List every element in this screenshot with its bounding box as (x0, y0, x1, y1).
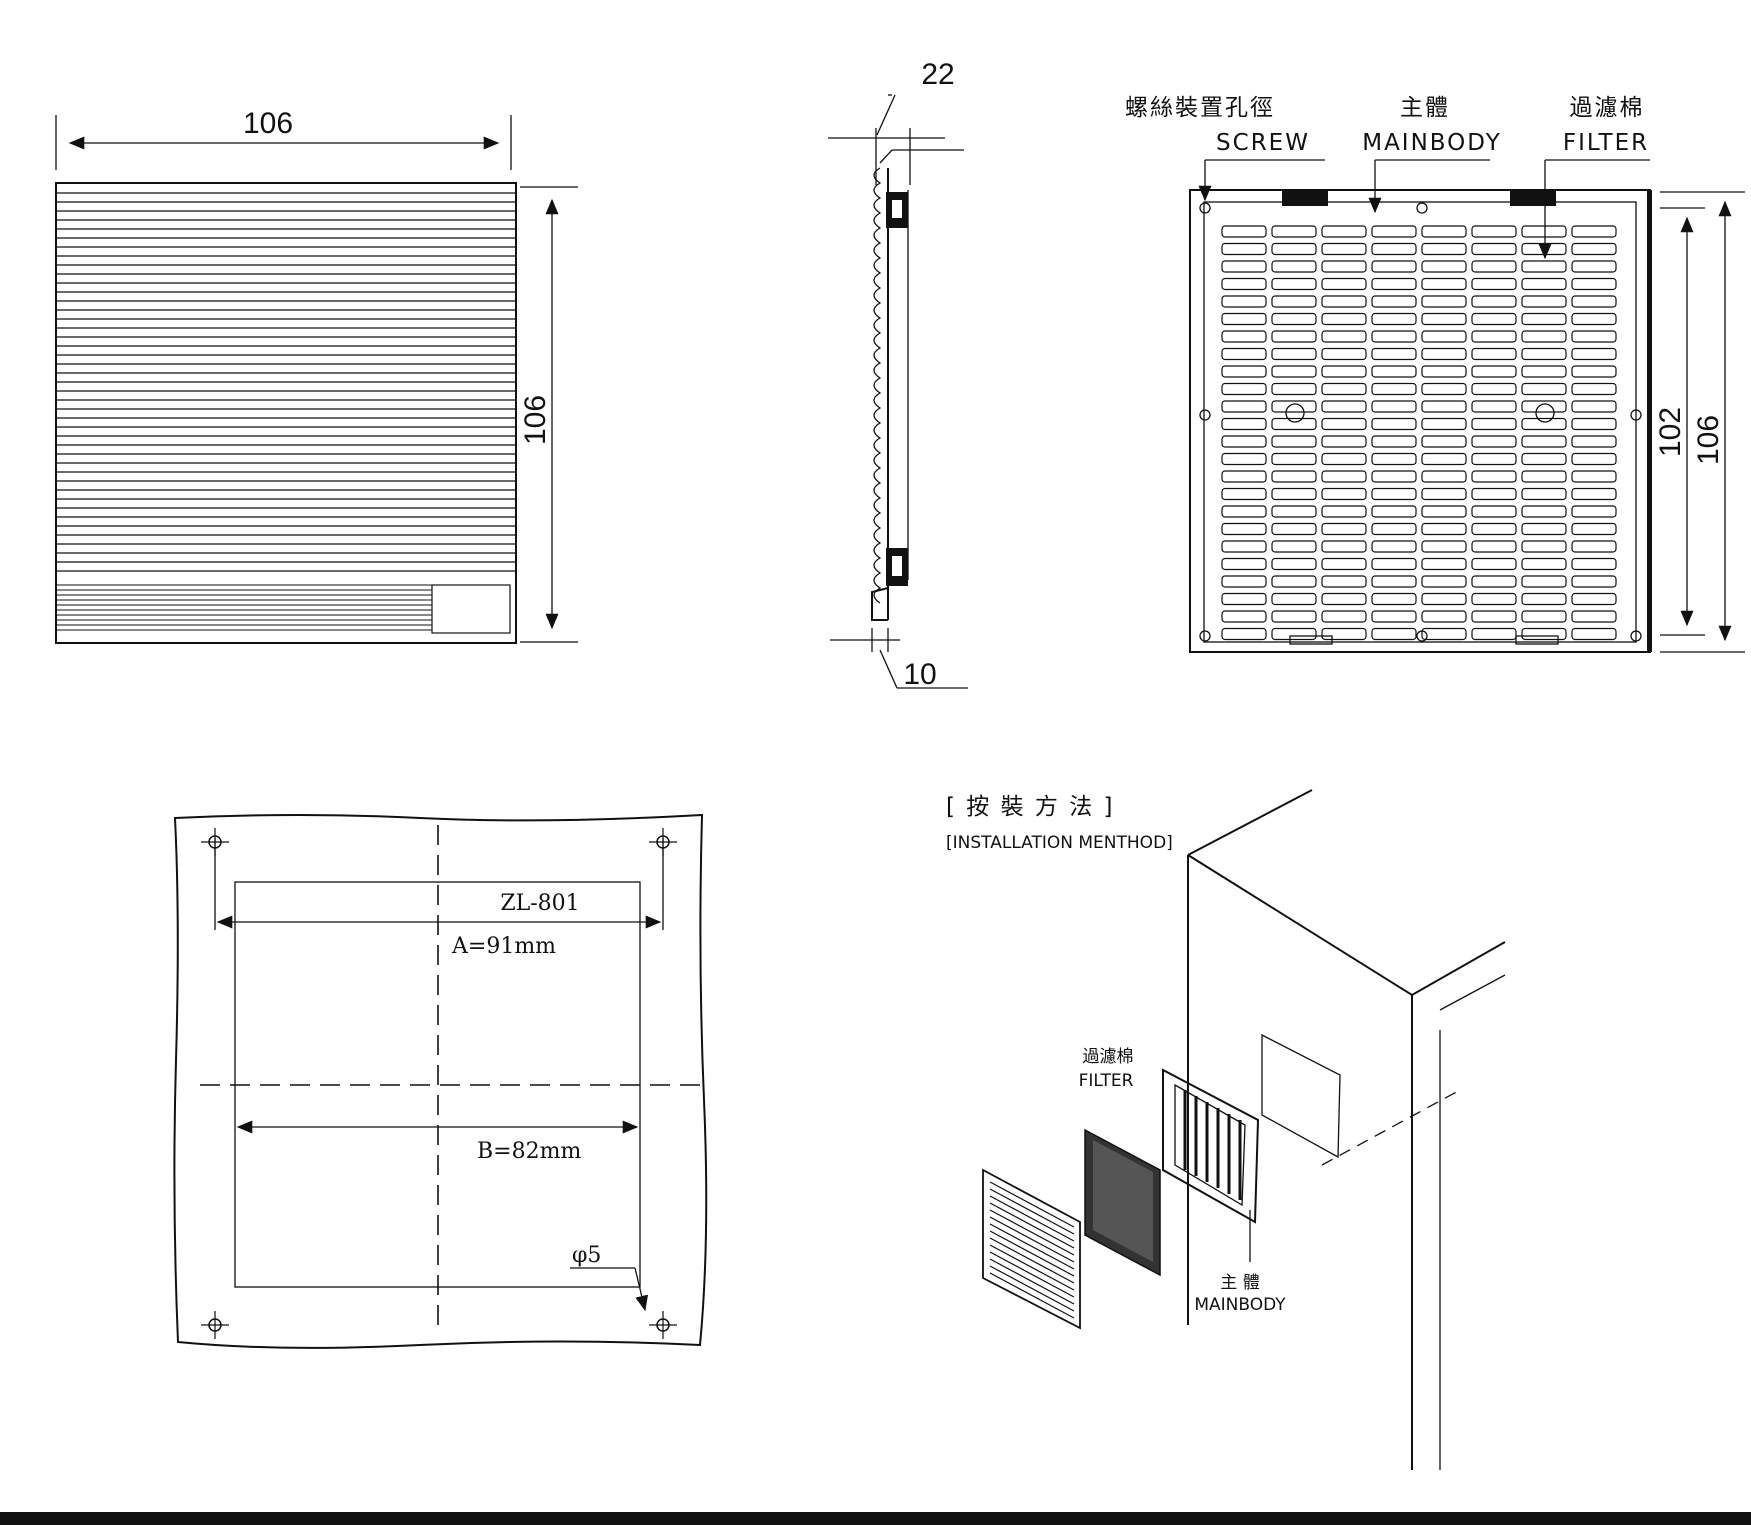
install-mainbody-en: MAINBODY (1194, 1295, 1286, 1315)
mainbody-cn-label: 主體 (1400, 95, 1450, 121)
front-width-label: 106 (243, 107, 293, 140)
cutout-b-label: B=82mm (477, 1139, 581, 1164)
mounting-holes (201, 828, 677, 1339)
outer-height-label: 106 (1692, 415, 1725, 465)
screw-cn-label: 螺絲裝置孔徑 (1125, 95, 1275, 121)
install-mainbody-cn: 主 體 (1220, 1273, 1259, 1293)
side-view: 22 10 (828, 58, 968, 691)
install-filter-cn: 過濾棉 (1083, 1047, 1134, 1067)
installation-view: [ 按 裝 方 法 ] [INSTALLATION MENTHOD] 過濾棉 F… (946, 789, 1506, 1470)
back-view: 螺絲裝置孔徑 SCREW 主體 MAINBODY 過濾棉 FILTER 102 (1125, 95, 1745, 653)
grille-louvers (989, 1181, 1075, 1319)
mainbody-bars (1183, 1090, 1242, 1200)
front-height-label: 106 (519, 395, 552, 445)
install-title-en: [INSTALLATION MENTHOD] (946, 833, 1173, 853)
side-lip-label: 10 (903, 658, 936, 691)
front-louvers (56, 192, 516, 631)
back-grille-slots (1221, 225, 1617, 641)
bottom-strip (0, 1512, 1751, 1525)
side-louver-profile (873, 167, 882, 604)
screw-en-label: SCREW (1216, 130, 1310, 156)
filter-cn-label: 過濾棉 (1570, 95, 1645, 121)
cutout-a-label: A=91mm (451, 934, 556, 959)
install-title-cn: [ 按 裝 方 法 ] (946, 794, 1115, 820)
install-filter-en: FILTER (1079, 1071, 1134, 1091)
inner-height-label: 102 (1654, 407, 1687, 457)
side-depth-label: 22 (921, 58, 954, 91)
filter-en-label: FILTER (1563, 130, 1649, 156)
cutout-view: ZL-801 A=91mm B=82mm φ5 (173, 813, 708, 1349)
cutout-hole-label: φ5 (572, 1243, 601, 1268)
cutout-model-label: ZL-801 (500, 891, 579, 916)
front-view: 106 106 (55, 107, 578, 644)
mainbody-en-label: MAINBODY (1362, 130, 1502, 156)
